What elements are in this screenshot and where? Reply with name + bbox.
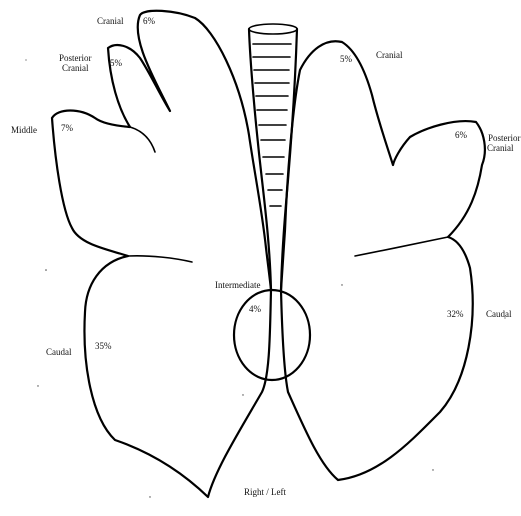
left-posterior-cranial-percent: 6% — [455, 130, 467, 140]
left-caudal-percent: 32% — [447, 309, 464, 319]
right-middle-label: Middle — [11, 125, 37, 135]
intermediate-lobe-outline — [234, 290, 310, 380]
right-caudal-fissure — [128, 256, 192, 262]
left-cranial-label: Cranial — [376, 50, 403, 60]
right-middle-percent: 7% — [61, 123, 73, 133]
right-cranial-percent: 6% — [143, 16, 155, 26]
right-caudal-label: Caudal — [46, 347, 72, 357]
right-lung-outline — [52, 11, 271, 497]
intermediate-percent: 4% — [249, 304, 261, 314]
left-posterior-cranial-label-line1: Posterior — [488, 133, 521, 143]
right-posterior-cranial-percent: 5% — [110, 58, 122, 68]
right-posterior-cranial-label-line2: Cranial — [62, 63, 89, 73]
right-cranial-fissure — [130, 127, 155, 152]
left-posterior-cranial-label-line2: Cranial — [487, 143, 514, 153]
side-orientation-label: Right / Left — [244, 487, 286, 497]
left-caudal-fissure — [355, 237, 448, 256]
right-posterior-cranial-label-line1: Posterior — [59, 53, 92, 63]
trachea-rings — [253, 44, 291, 206]
intermediate-label: Intermediate — [215, 280, 260, 290]
left-lung-outline — [281, 41, 485, 480]
right-cranial-label: Cranial — [97, 16, 124, 26]
left-cranial-percent: 5% — [340, 54, 352, 64]
right-caudal-percent: 35% — [95, 341, 112, 351]
left-caudal-label: Caudal — [486, 309, 512, 319]
trachea-top-ring — [249, 24, 297, 34]
